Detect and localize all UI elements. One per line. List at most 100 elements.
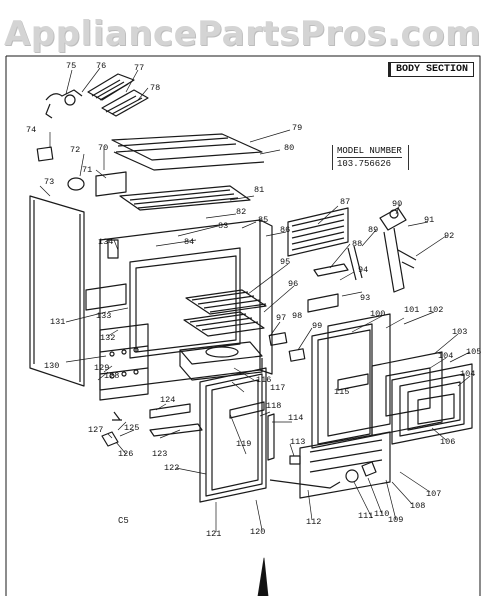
bracket-93 [307, 293, 339, 313]
part-label: 104 [460, 369, 476, 379]
part-label: 79 [292, 123, 303, 133]
part-label: 117 [270, 383, 286, 393]
part-label: 80 [284, 143, 295, 153]
part-label: 99 [312, 321, 323, 331]
bracket-134 [107, 239, 119, 259]
clip-113 [289, 455, 301, 465]
watermark: AppliancePartsPros.com [3, 14, 481, 54]
part-label: 125 [124, 423, 140, 433]
part-label: 130 [44, 361, 60, 371]
part-label: 114 [288, 413, 304, 423]
corner-code: C5 [118, 516, 129, 526]
part-label: 129 [94, 363, 110, 373]
top-panel [111, 133, 265, 171]
part-label: 77 [134, 63, 145, 73]
part-label: 112 [306, 517, 322, 527]
part-label: 75 [66, 61, 77, 71]
part-label: 100 [370, 309, 386, 319]
part-label: 115 [334, 387, 350, 397]
part-label: 73 [44, 177, 55, 187]
oven-door-stack [299, 313, 473, 499]
part-label: 111 [358, 511, 374, 521]
part-label: 101 [404, 305, 420, 315]
part-label: 126 [118, 449, 134, 459]
part-label: 83 [218, 221, 229, 231]
leveling-foot [101, 431, 119, 447]
part-label: 91 [424, 215, 435, 225]
gas-line [269, 479, 341, 489]
part-label: 82 [236, 207, 247, 217]
part-label: 90 [392, 199, 403, 209]
broiler-pan [179, 341, 263, 381]
part-label: 87 [340, 197, 351, 207]
model-number-label: MODEL NUMBER [337, 146, 402, 158]
hinge-89 [347, 245, 363, 281]
part-label: 123 [152, 449, 168, 459]
part-label: 120 [250, 527, 266, 537]
part-label: 128 [104, 371, 120, 381]
frame-border [5, 55, 481, 596]
part-label: 127 [88, 425, 104, 435]
fitting-111 [345, 469, 359, 483]
part-label: 132 [100, 333, 116, 343]
part-label: 107 [426, 489, 442, 499]
part-label: 108 [410, 501, 426, 511]
part-label: 92 [444, 231, 455, 241]
lower-door [199, 367, 275, 503]
igniter-cluster [45, 89, 83, 119]
part-label: 88 [352, 239, 363, 249]
left-side-panel [29, 195, 85, 387]
part-label: 133 [96, 311, 112, 321]
switch-98 [268, 332, 288, 346]
part-label: 70 [98, 143, 109, 153]
part-label: 113 [290, 437, 306, 447]
part-label: 124 [160, 395, 176, 405]
part-label: 97 [276, 313, 287, 323]
part-label: 119 [236, 439, 252, 449]
small-bracket [36, 146, 54, 162]
part-label: 98 [292, 311, 303, 321]
part-label: 84 [184, 237, 195, 247]
part-label: 96 [288, 279, 299, 289]
part-label: 121 [206, 529, 222, 539]
hinge-assembly [379, 207, 417, 293]
part-label: 72 [70, 145, 81, 155]
part-label: 118 [266, 401, 282, 411]
vent-grille [287, 207, 349, 257]
part-label: 103 [452, 327, 468, 337]
part-label: 94 [358, 265, 369, 275]
leg-125 [112, 411, 122, 421]
part-label: 74 [26, 125, 37, 135]
bottom-rail [149, 403, 191, 419]
part-label: 104 [438, 351, 454, 361]
part-label: 131 [50, 317, 66, 327]
part-label: 105 [466, 347, 482, 357]
part-label: 110 [374, 509, 390, 519]
knob [67, 177, 85, 191]
part-label: 71 [82, 165, 93, 175]
part-label: 86 [280, 225, 291, 235]
model-number-value: 103.756626 [337, 159, 392, 169]
part-label: 116 [256, 375, 272, 385]
part-label: 81 [254, 185, 265, 195]
part-label: 93 [360, 293, 371, 303]
part-label: 85 [258, 215, 269, 225]
section-title: BODY SECTION [388, 62, 475, 77]
part-label: 78 [150, 83, 161, 93]
part-label: 76 [96, 61, 107, 71]
part-label: 95 [280, 257, 291, 267]
part-label: 134 [98, 237, 114, 247]
switch-99 [288, 348, 306, 362]
part-label: 122 [164, 463, 180, 473]
rail-123 [149, 423, 203, 437]
part-label: 109 [388, 515, 404, 525]
part-label: 89 [368, 225, 379, 235]
leader-lines [39, 67, 471, 532]
cabinet-body [85, 171, 273, 401]
part-label: 102 [428, 305, 444, 315]
valve-110 [361, 461, 377, 477]
model-number-box: MODEL NUMBER 103.756626 [332, 145, 409, 170]
burner-grate-top [87, 73, 149, 117]
